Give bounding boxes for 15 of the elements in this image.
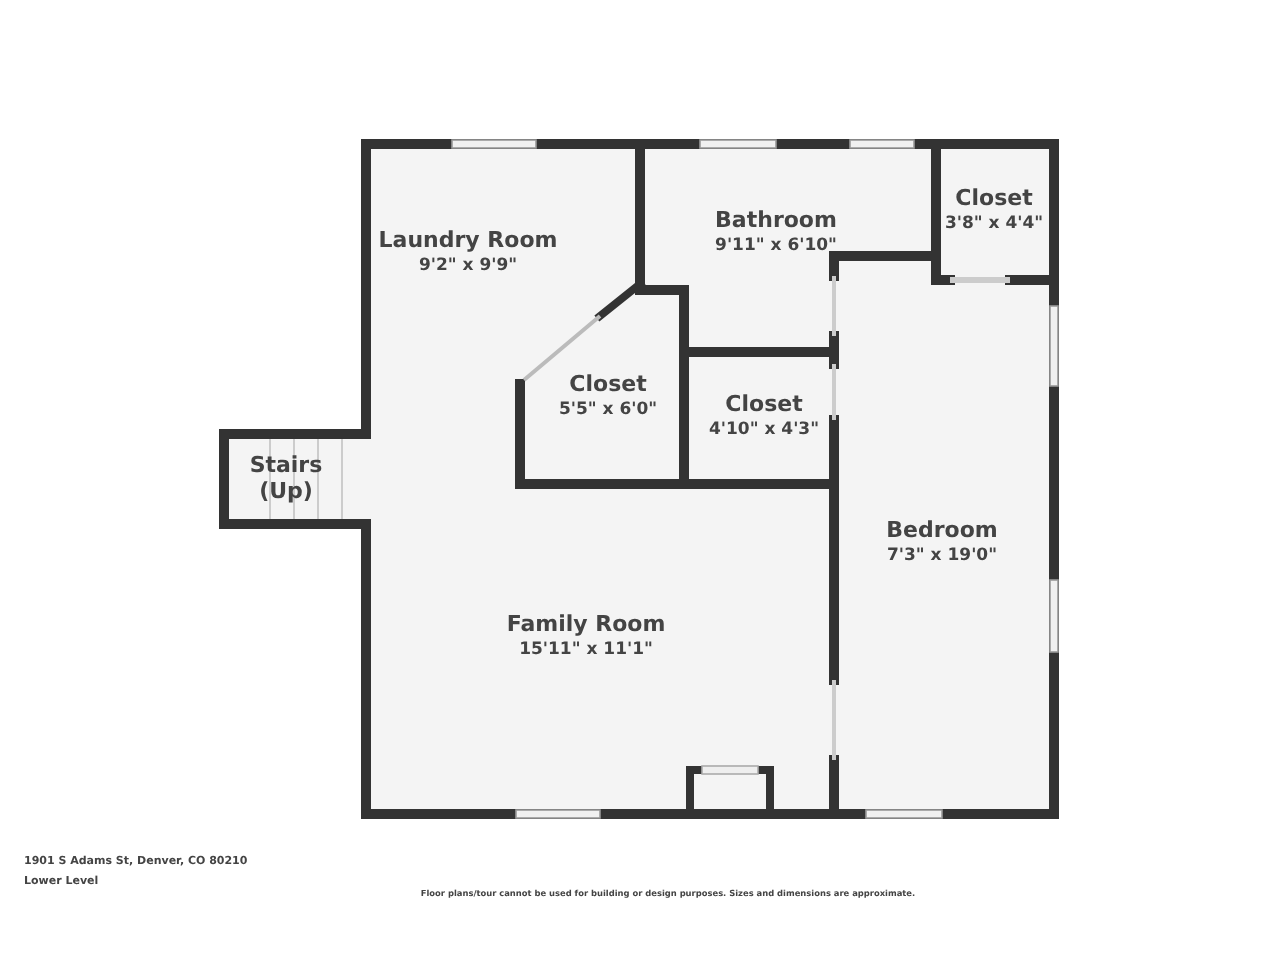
room-dimensions: 5'5" x 6'0" <box>558 400 658 420</box>
room-dimensions: 3'8" x 4'4" <box>944 214 1044 234</box>
room-dimensions: 4'10" x 4'3" <box>708 420 820 440</box>
room-dimensions: 15'11" x 11'1" <box>519 640 653 660</box>
room-name: Laundry Room <box>378 227 558 253</box>
room-name: Closet <box>569 371 647 397</box>
room-name: Bedroom <box>886 517 998 543</box>
room-name: Family Room <box>506 611 666 637</box>
room-dimensions: 9'11" x 6'10" <box>715 236 837 256</box>
room-dimensions: 7'3" x 19'0" <box>886 546 998 566</box>
room-name: Stairs (Up) <box>247 452 325 504</box>
room-name: Closet <box>955 185 1033 211</box>
room-name: Bathroom <box>715 207 837 233</box>
room-dimensions: 9'2" x 9'9" <box>418 256 518 276</box>
room-name: Closet <box>725 391 803 417</box>
